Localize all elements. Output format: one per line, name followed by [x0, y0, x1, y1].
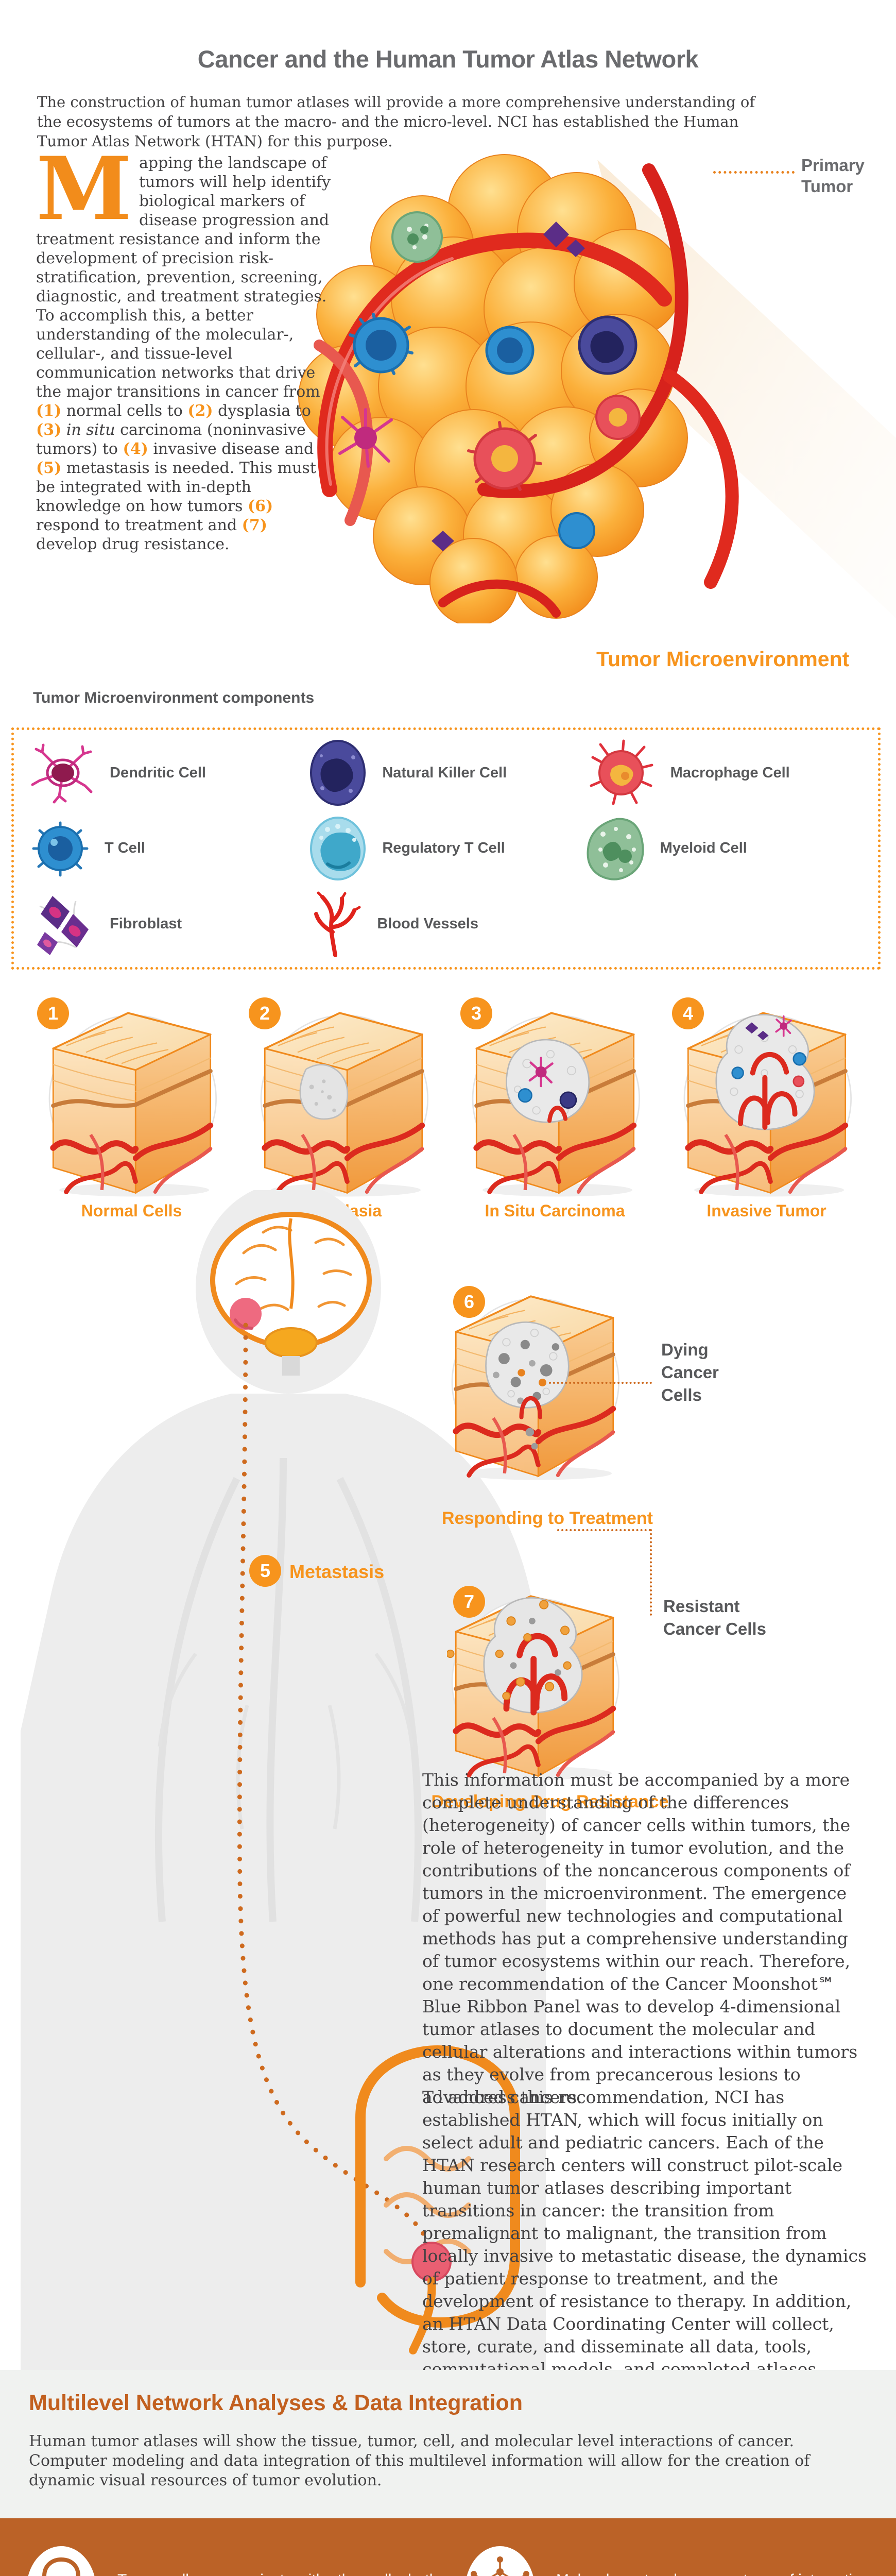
brain-illustration	[210, 1212, 372, 1376]
stage-label: In Situ Carcinoma	[485, 1201, 625, 1220]
legend-item-label: Fibroblast	[110, 916, 182, 933]
legend-item: Natural Killer Cell	[307, 735, 584, 811]
primary-tumor-illustration	[298, 154, 896, 623]
dying-cells-marker	[539, 1379, 546, 1386]
intro-text: The construction of human tumor atlases …	[37, 93, 755, 150]
page-title: Cancer and the Human Tumor Atlas Network	[197, 45, 699, 73]
multilevel-heading: Multilevel Network Analyses & Data Integ…	[29, 2391, 523, 2415]
components-legend: Dendritic Cell Natural Killer Cell Macro…	[11, 727, 881, 970]
legend-item: T Cell	[29, 811, 307, 887]
paragraph-2: To address this recommendation, NCI has …	[422, 2087, 867, 2379]
resistant-cells-leader-line	[557, 1529, 651, 1531]
legend-item: Myeloid Cell	[585, 811, 863, 887]
fibroblast-icon	[37, 895, 89, 955]
legend-item-label: Macrophage Cell	[670, 764, 790, 781]
cancer-stages-row: 1 Normal Cells 2 Dysplasia 3 In Situ Car…	[26, 993, 872, 1221]
macrophage-cell-icon	[590, 739, 653, 805]
stage-badge: 4	[672, 997, 704, 1029]
dying-cells-leader-line	[549, 1382, 652, 1384]
stage-card-normal-cells: 1 Normal Cells	[26, 993, 237, 1221]
dendritic-cell-icon	[31, 743, 93, 804]
paragraph-1: This information must be accompanied by …	[422, 1770, 858, 2107]
regulatory-t-cell-icon	[310, 816, 366, 880]
stage-label: Invasive Tumor	[707, 1201, 826, 1220]
intestine-illustration	[355, 2045, 520, 2354]
components-heading: Tumor Microenvironment components	[33, 689, 315, 706]
intestine-icon	[28, 2546, 95, 2576]
myeloid-cell-icon	[587, 818, 644, 881]
legend-item: Dendritic Cell	[29, 735, 307, 811]
legend-item: Fibroblast	[29, 886, 307, 962]
resistant-cells-leader-line	[650, 1529, 652, 1616]
developing-drug-resistance-label: Developing Drug Resistance	[431, 1792, 669, 1811]
legend-item: Regulatory T Cell	[307, 811, 584, 887]
stage-label: Normal Cells	[81, 1201, 182, 1220]
drop-cap: M	[36, 138, 132, 240]
legend-item-label: Natural Killer Cell	[382, 764, 507, 781]
stage-badge: 3	[460, 997, 492, 1029]
molecule-network-icon	[467, 2546, 533, 2576]
legend-item-label: Myeloid Cell	[660, 840, 747, 857]
stage-card-invasive-tumor: 4 Invasive Tumor	[661, 993, 872, 1221]
stage-card-in-situ-carcinoma: 3 In Situ Carcinoma	[449, 993, 661, 1221]
legend-item-label: Regulatory T Cell	[382, 840, 505, 857]
legend-item-label: T Cell	[105, 840, 145, 857]
footer-block-text: Molecular networks are systems of intera…	[556, 2569, 878, 2576]
resistant-cancer-cells-annotation: Resistant Cancer Cells	[663, 1597, 766, 1638]
invasive-tumor-illustration	[679, 993, 854, 1199]
t-cell-icon	[32, 821, 89, 877]
multilevel-section	[0, 2370, 896, 2518]
natural-killer-cell-icon	[310, 740, 366, 806]
legend-item-label: Dendritic Cell	[110, 764, 206, 781]
dysplasia-illustration	[256, 993, 431, 1199]
body-silhouette-illustration	[21, 1190, 546, 2370]
normal-cells-illustration	[44, 993, 219, 1199]
stage-card-dysplasia: 2 Dysplasia	[237, 993, 449, 1221]
metastasis-label: Metastasis	[289, 1561, 385, 1582]
dying-cancer-cells-annotation: Dying Cancer Cells	[661, 1340, 719, 1404]
legend-item-label: Blood Vessels	[377, 916, 478, 933]
multilevel-body: Human tumor atlases will show the tissue…	[29, 2432, 810, 2489]
stage-badge: 2	[249, 997, 281, 1029]
treatment-badge-7: 7	[453, 1586, 485, 1618]
metastasis-badge: 5	[249, 1555, 281, 1587]
responding-to-treatment-label: Responding to Treatment	[442, 1509, 653, 1528]
blood-vessels-icon	[314, 891, 361, 957]
treatment-badge-6: 6	[453, 1286, 485, 1318]
primary-tumor-label: Primary Tumor	[801, 156, 865, 196]
primary-tumor-leader-line	[713, 171, 795, 174]
in-situ-carcinoma-illustration	[468, 993, 643, 1199]
legend-item: Macrophage Cell	[585, 735, 863, 811]
hero-paragraph-text: apping the landscape of tumors will help…	[36, 154, 331, 553]
legend-item: Blood Vessels	[307, 886, 584, 962]
tumor-microenvironment-label: Tumor Microenvironment	[596, 647, 850, 671]
stage-badge: 1	[37, 997, 69, 1029]
